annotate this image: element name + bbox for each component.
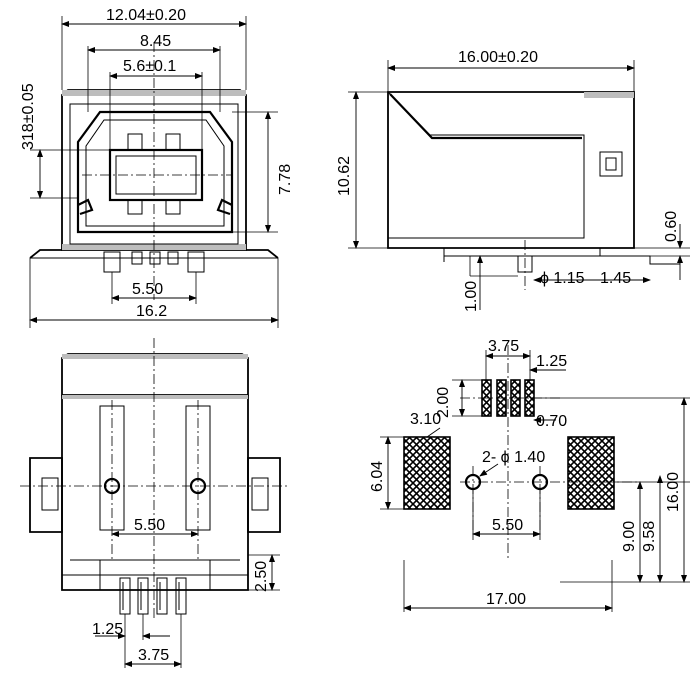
pcb-pad-pitch-label: 1.25 [536, 353, 567, 370]
shield-pad-left [403, 436, 451, 510]
pcb-layout: 3.75 1.25 2.00 0.70 3.10 2- ϕ 1.40 6.04 … [369, 338, 690, 612]
fv-left-height-label: 318±0.05 [20, 83, 37, 150]
sv-height-label: 10.62 [336, 156, 353, 196]
pcb-pad-width-label: 0.70 [536, 413, 567, 430]
fv-pin-spacing-label: 5.50 [132, 281, 163, 298]
front-view: 12.04±0.20 8.45 5.6±0.1 318±0.05 7.78 5.… [20, 7, 294, 328]
pcb-overall-width-label: 17.00 [486, 591, 526, 608]
pcb-overall-height-label: 16.00 [665, 472, 682, 512]
pcb-shield-height-label: 6.04 [369, 461, 386, 492]
fv-port-width-label: 5.6±0.1 [123, 58, 176, 75]
bv-pin-pitch-label: 1.25 [92, 621, 123, 638]
sv-standoff-label: 0.60 [663, 211, 680, 242]
shield-pad-right [567, 436, 615, 510]
sv-peg-dia-label: ϕ 1.15 [540, 270, 585, 287]
pcb-holes-label: 2- ϕ 1.40 [482, 449, 545, 466]
pcb-hole-spacing-label: 5.50 [492, 517, 523, 534]
bv-peg-spacing-label: 5.50 [134, 517, 165, 534]
fv-width-label: 12.04±0.20 [106, 7, 186, 24]
fv-base-width-label: 16.2 [136, 303, 167, 320]
pcb-ref-a-label: 9.00 [621, 521, 638, 552]
pcb-ref-b-label: 9.58 [641, 521, 658, 552]
bv-pin-protrusion-label: 2.50 [253, 561, 270, 592]
fv-inner-width-label: 8.45 [140, 33, 171, 50]
sv-pin-length-label: 1.00 [463, 281, 480, 312]
pcb-row-gap-label: 2.00 [435, 387, 452, 418]
bottom-view: 5.50 2.50 1.25 3.75 [20, 338, 290, 668]
pcb-pad-span-label: 3.75 [488, 338, 519, 355]
pcb-row-to-row-label: 3.10 [410, 411, 441, 428]
bv-pin-span-label: 3.75 [138, 647, 169, 664]
sv-length-label: 16.00±0.20 [458, 49, 538, 66]
sv-tail-label: 1.45 [600, 270, 631, 287]
fv-right-height-label: 7.78 [277, 164, 294, 195]
side-view: 16.00±0.20 10.62 0.60 1.00 ϕ 1.15 1.45 [336, 49, 690, 312]
